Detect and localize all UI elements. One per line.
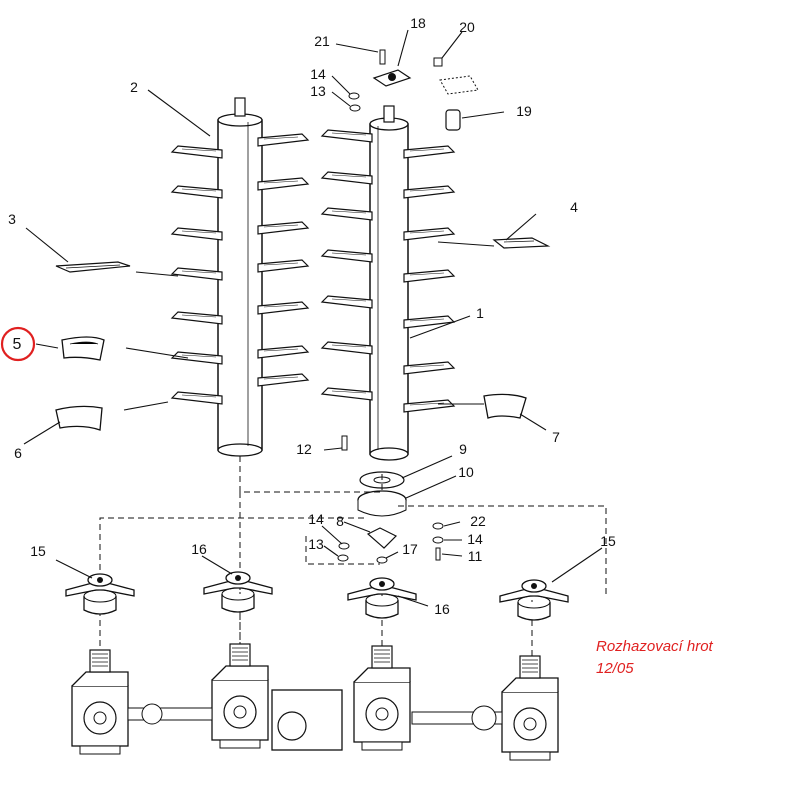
gearbox-assembly (71, 643, 559, 761)
left-spreader-shaft (171, 97, 309, 457)
label-part-3: 3 (8, 211, 16, 227)
right-spreader-shaft (321, 105, 455, 461)
label-part-20: 20 (459, 19, 475, 35)
label-part-14-top: 14 (310, 66, 326, 82)
label-part-10: 10 (458, 464, 474, 480)
label-part-22: 22 (470, 513, 486, 529)
label-part-19: 19 (516, 103, 532, 119)
spreader-tip-part-6 (55, 405, 103, 431)
label-part-9: 9 (459, 441, 467, 457)
label-part-14-right: 14 (467, 531, 483, 547)
mid-flange-hardware (337, 435, 444, 564)
leader-lines (23, 29, 603, 607)
spreader-tip-part-5 (61, 336, 105, 361)
spreader-tip-part-7 (483, 393, 527, 419)
label-part-8: 8 (336, 513, 344, 529)
label-part-2: 2 (130, 79, 138, 95)
label-part-7: 7 (552, 429, 560, 445)
label-part-4: 4 (570, 199, 578, 215)
label-part-17: 17 (402, 541, 418, 557)
label-part-6: 6 (14, 445, 22, 461)
highlight-circle-part-5 (0, 326, 36, 362)
label-part-1: 1 (476, 305, 484, 321)
label-part-18: 18 (410, 15, 426, 31)
caption-note: Rozhazovací hrot 12/05 (596, 636, 713, 680)
part-labels: 2 3 4 5 6 7 1 21 18 20 14 13 19 12 9 10 … (8, 15, 616, 617)
label-part-14-mid: 14 (308, 511, 324, 527)
label-part-13-top: 13 (310, 83, 326, 99)
label-part-13-mid: 13 (308, 536, 324, 552)
rotor-hubs (65, 571, 569, 621)
label-part-15-left: 15 (30, 543, 46, 559)
loose-blade-part-3 (55, 261, 131, 273)
label-part-5: 5 (13, 336, 22, 353)
top-bearing-hardware (348, 49, 479, 131)
label-part-16-left: 16 (191, 541, 207, 557)
label-part-12: 12 (296, 441, 312, 457)
label-part-15-right: 15 (600, 533, 616, 549)
caption-date: 12/05 (596, 660, 634, 677)
label-part-21: 21 (314, 33, 330, 49)
label-part-16-right: 16 (434, 601, 450, 617)
caption-title: Rozhazovací hrot (596, 638, 713, 655)
label-part-11: 11 (468, 548, 483, 564)
loose-blade-part-4 (492, 237, 551, 249)
